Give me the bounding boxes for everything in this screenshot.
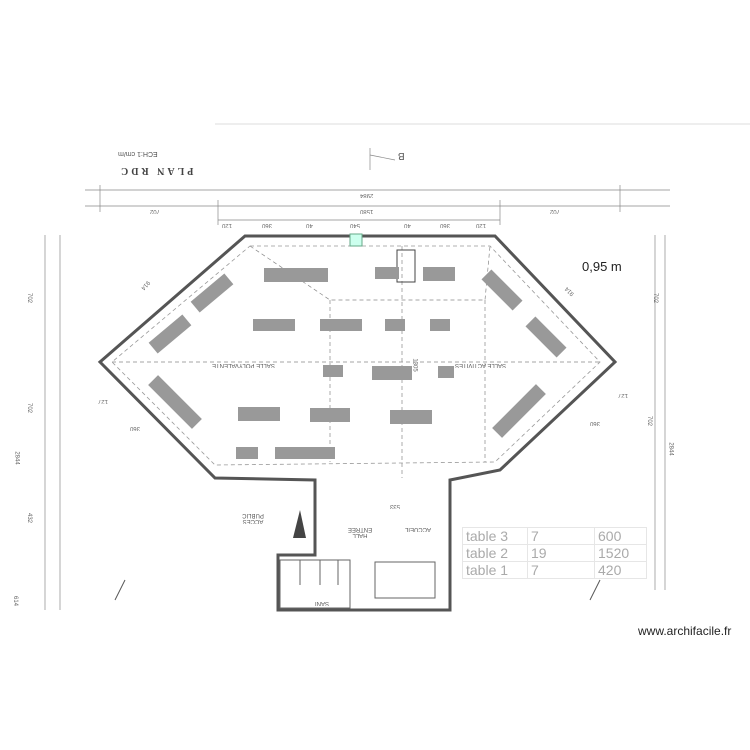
room-main-hall: SALLE POLYVALENTE xyxy=(212,362,275,368)
dim-40: 40 xyxy=(404,222,411,228)
cell-count: 7 xyxy=(527,527,595,545)
dim-left-614: 614 xyxy=(12,595,19,607)
table-rect xyxy=(430,319,450,331)
dim-left-2844: 2844 xyxy=(13,451,20,465)
table-rect xyxy=(148,375,202,429)
dim-360: 360 xyxy=(440,222,451,228)
table-rect xyxy=(264,268,328,282)
room-wc: SANI xyxy=(315,600,330,606)
table-rect xyxy=(236,447,258,459)
dim-small: 127 xyxy=(618,392,629,398)
dim-small: 360 xyxy=(130,425,141,431)
table-rect xyxy=(320,319,362,331)
table-rect xyxy=(238,407,280,421)
dim-right-2844: 2844 xyxy=(667,442,674,456)
table-rect xyxy=(423,267,455,281)
cell-length: 420 xyxy=(594,561,647,579)
table-rect xyxy=(525,316,567,358)
cell-length: 1520 xyxy=(594,544,647,562)
measurement-label: 0,95 m xyxy=(582,259,622,274)
dim-120: 120 xyxy=(222,222,233,228)
table-rect xyxy=(253,319,295,331)
plan-title: PLAN RDC xyxy=(118,165,194,176)
public-access-label: ACCES PUBLIC xyxy=(242,512,264,524)
dim-small: 127 xyxy=(98,398,109,404)
building-outline xyxy=(97,234,618,612)
dim-mid: 1305 xyxy=(411,358,418,372)
inner-outline xyxy=(111,245,601,466)
stairs-icon xyxy=(396,249,416,283)
dim-left-702: 702 xyxy=(26,402,33,414)
dim-right: 702 xyxy=(550,208,561,214)
dim-inner: 1580 xyxy=(360,208,374,214)
table-rect xyxy=(385,319,405,331)
table-rect xyxy=(148,314,192,354)
dim-left-702: 702 xyxy=(26,292,33,304)
cell-name: table 3 xyxy=(462,527,528,545)
table-rect xyxy=(375,267,399,279)
cell-name: table 1 xyxy=(462,561,528,579)
tables-layer xyxy=(148,267,567,459)
dim-360: 360 xyxy=(262,222,273,228)
north-label: B xyxy=(398,150,405,161)
dim-40: 40 xyxy=(306,222,313,228)
dim-right-702: 702 xyxy=(652,292,659,304)
ceiling-lines xyxy=(112,245,600,478)
table-rect xyxy=(323,365,343,377)
dimension-lines xyxy=(44,148,670,610)
table-rect xyxy=(275,447,335,459)
table-rect xyxy=(492,384,546,438)
table-rect xyxy=(190,273,234,313)
table-rect xyxy=(481,269,523,311)
dim-small: 360 xyxy=(590,420,601,426)
room-reception: ACCUEIL xyxy=(405,526,432,532)
cell-name: table 2 xyxy=(462,544,528,562)
dim-120: 120 xyxy=(476,222,487,228)
dim-entry: 533 xyxy=(390,503,401,509)
table-rect xyxy=(372,366,412,380)
access-arrow-icon xyxy=(293,510,306,538)
dim-overall: 2984 xyxy=(360,192,374,198)
table-rect xyxy=(390,410,432,424)
north-arrow-left xyxy=(114,579,126,601)
wc-block xyxy=(279,559,436,609)
plan-scale: ECH:1 cm/m xyxy=(118,150,158,157)
cell-length: 600 xyxy=(594,527,647,545)
room-activity: SALLE ACTIVITES xyxy=(455,362,507,368)
room-hall: HALL ENTREE xyxy=(347,526,373,538)
cell-count: 7 xyxy=(527,561,595,579)
dim-540: 540 xyxy=(350,222,361,228)
cell-count: 19 xyxy=(527,544,595,562)
north-arrow-right xyxy=(589,579,601,601)
table-rect xyxy=(438,366,454,378)
archifacile-watermark: www.archifacile.fr xyxy=(638,624,732,638)
dim-left-432: 432 xyxy=(26,512,33,524)
dim-left: 702 xyxy=(150,208,161,214)
table-rect xyxy=(310,408,350,422)
dim-right-702: 702 xyxy=(646,415,653,427)
exit-sign-icon xyxy=(349,233,363,247)
